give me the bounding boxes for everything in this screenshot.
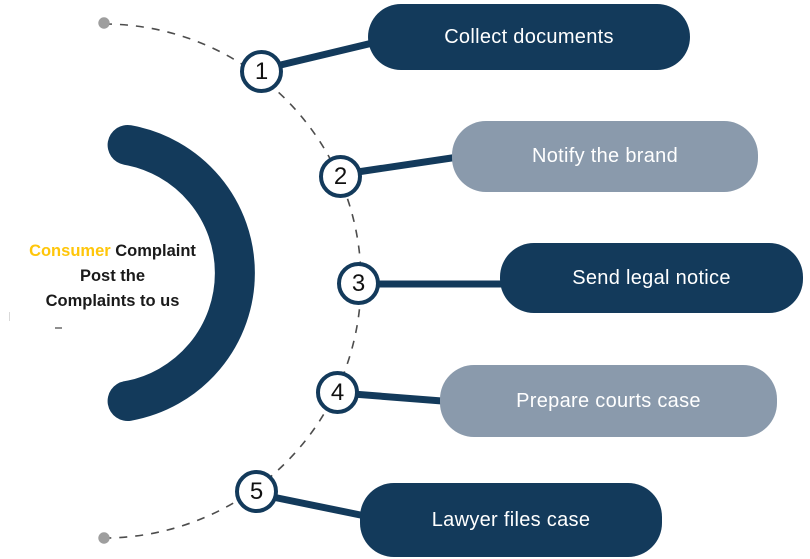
step-pill-notify-the-brand: Notify the brand: [452, 121, 758, 192]
step-number-3: 3: [351, 269, 366, 297]
connector-line-1: [267, 36, 386, 72]
timeline-start-dot: [98, 17, 110, 29]
stray-dash-mark: [55, 327, 62, 329]
step-label-3: Send legal notice: [572, 266, 731, 289]
step-number-5: 5: [249, 477, 264, 505]
center-title-rest: Complaint: [110, 242, 196, 260]
step-number-4: 4: [330, 378, 345, 406]
timeline-end-dot: [98, 532, 110, 544]
step-label-5: Lawyer files case: [431, 508, 591, 531]
step-circle-1: 1: [240, 50, 283, 93]
step-circle-2: 2: [319, 155, 362, 198]
step-circle-4: 4: [316, 371, 359, 414]
stray-tick-mark: [9, 312, 10, 321]
step-circle-3: 3: [337, 262, 380, 305]
center-title-line-3: Complaints to us: [45, 292, 180, 310]
center-title-highlight: Consumer: [29, 242, 111, 260]
center-crescent-arc: [107, 125, 255, 421]
step-pill-send-legal-notice: Send legal notice: [500, 243, 803, 313]
step-pill-lawyer-files-case: Lawyer files case: [360, 483, 662, 557]
connector-line-2: [343, 152, 466, 178]
connector-line-5: [257, 490, 376, 522]
step-label-4: Prepare courts case: [516, 389, 701, 412]
step-label-2: Notify the brand: [532, 145, 678, 167]
step-pill-collect-documents: Collect documents: [368, 4, 690, 70]
step-label-1: Collect documents: [444, 25, 614, 48]
step-circle-5: 5: [235, 470, 278, 513]
center-title-block: Consumer Complaint Post the Complaints t…: [5, 239, 220, 314]
connector-line-4: [339, 389, 456, 406]
center-title-line-1: Consumer Complaint: [5, 239, 220, 264]
step-pill-prepare-courts-case: Prepare courts case: [440, 365, 777, 437]
center-title-line-2: Post the: [79, 267, 146, 285]
step-number-2: 2: [333, 162, 348, 190]
step-number-1: 1: [254, 57, 269, 85]
